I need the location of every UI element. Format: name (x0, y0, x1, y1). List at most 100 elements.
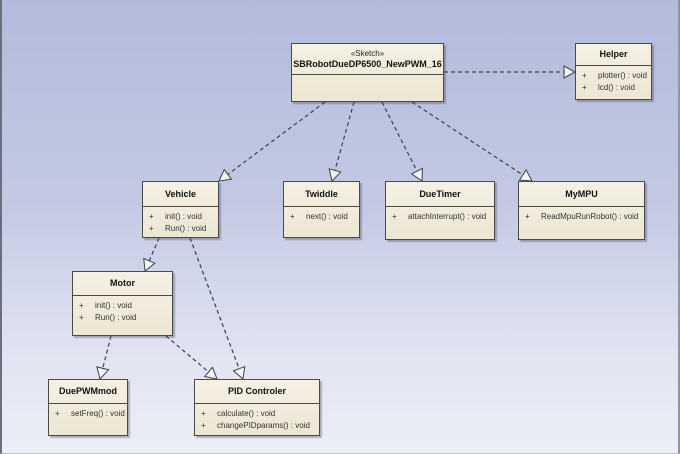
visibility-marker: + (582, 83, 587, 92)
class-stereotype: «Sketch» (350, 48, 385, 58)
operation-row: + plotter() : void (582, 70, 651, 82)
class-vehicle[interactable]: Vehicle + init() : void + Run() : void (142, 181, 219, 238)
class-name: Motor (110, 278, 135, 288)
visibility-marker: + (290, 212, 295, 221)
dependency-line[interactable] (189, 237, 240, 369)
visibility-marker: + (201, 421, 206, 430)
class-duetimer[interactable]: DueTimer + attachInterrupt() : void (385, 181, 495, 240)
arrowhead-icon (143, 257, 156, 272)
arrowhead-icon (218, 168, 233, 182)
dependency-line[interactable] (102, 335, 112, 369)
operation-row: + Run() : void (149, 223, 218, 235)
arrowhead-icon (518, 168, 533, 182)
class-name: Twiddle (305, 188, 338, 199)
operation-signature: changePIDparams() : void (217, 421, 310, 430)
operation-signature: plotter() : void (598, 71, 647, 80)
dependency-line[interactable] (227, 101, 326, 175)
dependency-line[interactable] (165, 335, 209, 373)
class-header: DuePWMmod (49, 380, 127, 404)
operation-signature: init() : void (95, 301, 132, 310)
operation-row: + changePIDparams() : void (201, 420, 319, 432)
class-sketch[interactable]: «Sketch» SBRobotDueDP6500_NewPWM_16 (291, 43, 444, 102)
operation-signature: Run() : void (165, 224, 207, 233)
class-operations: + init() : void + Run() : void (143, 207, 218, 235)
class-operations: + ReadMpuRunRobot() : void (519, 207, 644, 223)
visibility-marker: + (525, 212, 530, 221)
arrowhead-icon (203, 366, 218, 380)
operation-row: + lcd() : void (582, 82, 651, 94)
class-operations: + init() : void + Run() : void (73, 296, 172, 324)
operation-row: + next() : void (290, 211, 359, 223)
class-twiddle[interactable]: Twiddle + next() : void (283, 181, 360, 238)
operation-signature: calculate() : void (217, 409, 276, 418)
operation-signature: setFreq() : void (71, 409, 125, 418)
dependency-sketch-to-vehicle[interactable] (218, 101, 326, 182)
arrowhead-icon (328, 168, 342, 183)
arrowhead-icon (232, 365, 246, 380)
class-duepwmmod[interactable]: DuePWMmod + setFreq() : void (48, 379, 128, 436)
class-operations (292, 75, 443, 79)
dependency-sketch-to-helper[interactable] (444, 65, 577, 79)
class-header: Helper (576, 44, 651, 66)
dependency-line[interactable] (148, 237, 160, 262)
class-header: Twiddle (284, 182, 359, 207)
visibility-marker: + (149, 212, 154, 221)
class-pid-controler[interactable]: PID Controler + calculate() : void + chang… (194, 379, 320, 436)
visibility-marker: + (582, 71, 587, 80)
visibility-marker: + (55, 409, 60, 418)
operation-signature: init() : void (165, 212, 202, 221)
operation-row: + init() : void (79, 300, 172, 312)
class-mympu[interactable]: MyMPU + ReadMpuRunRobot() : void (518, 181, 645, 240)
class-name: PID Controler (227, 386, 286, 396)
operation-row: + init() : void (149, 211, 218, 223)
operation-row: + Run() : void (79, 312, 172, 324)
class-header: DueTimer (386, 182, 494, 207)
dependency-sketch-to-mympu[interactable] (411, 101, 533, 182)
operation-row: + calculate() : void (201, 408, 319, 420)
class-motor[interactable]: Motor + init() : void + Run() : void (72, 271, 173, 336)
operation-signature: lcd() : void (598, 83, 635, 92)
dependency-motor-to-pid[interactable] (165, 335, 218, 380)
dependency-line[interactable] (381, 101, 418, 172)
class-name: MyMPU (565, 188, 598, 199)
operation-signature: Run() : void (95, 313, 137, 322)
dependency-motor-to-duepwmmod[interactable] (96, 335, 112, 381)
class-operations: + next() : void (284, 207, 359, 223)
visibility-marker: + (149, 224, 154, 233)
class-name: DuePWMmod (59, 386, 117, 396)
operation-signature: next() : void (306, 212, 348, 221)
arrowhead-icon (563, 65, 577, 79)
class-header: Vehicle (143, 182, 218, 207)
class-operations: + calculate() : void + changePIDparams() :… (195, 404, 319, 432)
arrowhead-icon (96, 366, 110, 381)
operation-signature: attachInterrupt() : void (408, 212, 487, 221)
class-operations: + setFreq() : void (49, 404, 127, 420)
class-name: Vehicle (164, 188, 197, 199)
class-operations: + plotter() : void + lcd() : void (576, 66, 651, 94)
class-helper[interactable]: Helper + plotter() : void + lcd() : void (575, 43, 652, 100)
operation-row: + ReadMpuRunRobot() : void (525, 211, 644, 223)
dependency-sketch-to-twiddle[interactable] (328, 101, 355, 183)
dependency-line[interactable] (411, 101, 524, 176)
visibility-marker: + (392, 212, 397, 221)
class-name: Helper (599, 49, 628, 59)
operation-signature: ReadMpuRunRobot() : void (541, 212, 639, 221)
class-header: Motor (73, 272, 172, 296)
dependency-line[interactable] (334, 101, 355, 171)
dependency-sketch-to-duetimer[interactable] (381, 101, 423, 182)
dependency-vehicle-to-pid[interactable] (189, 237, 246, 380)
class-name: SBRobotDueDP6500_NewPWM_16 (293, 58, 442, 69)
class-header: PID Controler (195, 380, 319, 404)
dependency-vehicle-to-motor[interactable] (143, 237, 160, 272)
visibility-marker: + (79, 313, 84, 322)
class-header: «Sketch» SBRobotDueDP6500_NewPWM_16 (292, 44, 443, 75)
operation-row: + attachInterrupt() : void (392, 211, 494, 223)
operation-row: + setFreq() : void (55, 408, 127, 420)
class-name: DueTimer (419, 188, 461, 199)
class-operations: + attachInterrupt() : void (386, 207, 494, 223)
visibility-marker: + (79, 301, 84, 310)
class-header: MyMPU (519, 182, 644, 207)
visibility-marker: + (201, 409, 206, 418)
